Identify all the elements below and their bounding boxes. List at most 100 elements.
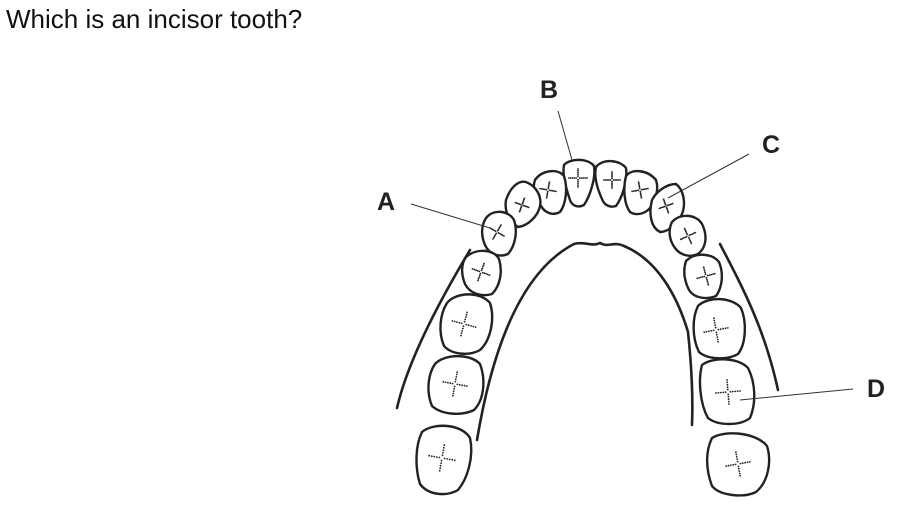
stipple-dot (666, 209, 669, 211)
stipple-dot (481, 267, 484, 270)
stipple-dot (546, 193, 549, 196)
stipple-dot (442, 446, 445, 449)
stipple-dot (703, 269, 706, 272)
stipple-dot (708, 274, 711, 276)
stipple-dot (737, 467, 740, 470)
stipple-dot (453, 459, 456, 462)
stipple-dot (523, 197, 526, 200)
stipple-dot (500, 233, 503, 236)
stipple-dot (453, 387, 456, 390)
stipple-dot (455, 376, 458, 378)
stipple-dot (577, 186, 579, 188)
stipple-dot (470, 325, 472, 327)
stipple-dot (705, 276, 708, 279)
stipple-dot (438, 456, 441, 459)
stipple-dot (726, 381, 729, 384)
stipple-dot (727, 393, 730, 396)
stipple-dot (575, 177, 578, 179)
stipple-dot (463, 384, 466, 387)
stipple-dot (496, 229, 499, 232)
stipple-dot (465, 316, 467, 318)
stipple-dot (546, 195, 548, 198)
stipple-dot (584, 177, 587, 179)
stipple-dot (725, 465, 728, 467)
stipple-dot (491, 228, 494, 231)
stipple-dot (685, 230, 687, 233)
stipple-dot (456, 321, 458, 323)
label-d: D (867, 375, 885, 403)
stipple-dot (640, 188, 643, 191)
stipple-dot (611, 172, 613, 175)
stipple-dot (706, 278, 708, 281)
stipple-dot (739, 462, 742, 465)
stipple-dot (483, 262, 485, 265)
stipple-dot (442, 452, 444, 454)
stipple-dot (691, 233, 694, 235)
stipple-dot (577, 178, 579, 181)
stipple-dot (732, 463, 735, 466)
stipple-dot (460, 322, 463, 325)
stipple-dot (637, 181, 640, 184)
tooth-first-premolar-right (668, 214, 707, 257)
stipple-dot (456, 383, 459, 386)
stipple-dot (704, 271, 706, 274)
stipple-dot (428, 454, 431, 457)
stipple-dot (492, 236, 495, 239)
outer-gum-right (718, 242, 780, 392)
stipple-dot (462, 325, 465, 328)
stipple-dot (717, 340, 719, 343)
stipple-dot (719, 391, 722, 394)
stipple-dot (707, 282, 709, 284)
stipple-dot (724, 391, 727, 394)
stipple-dot (568, 177, 570, 179)
stipple-dot (500, 224, 502, 227)
stipple-dot (494, 230, 497, 233)
stipple-dot (713, 319, 716, 322)
stipple-dot (710, 273, 713, 276)
stipple-dot (713, 317, 715, 320)
stipple-dot (640, 197, 643, 199)
stipple-dot (497, 231, 500, 234)
stipple-dot (639, 193, 642, 196)
stipple-dot (436, 456, 438, 458)
stipple-dot (481, 266, 484, 268)
leader-line-c (667, 153, 750, 199)
stipple-dot (482, 264, 485, 267)
stipple-dot (441, 454, 444, 457)
stipple-dot (706, 274, 709, 277)
stipple-dot (543, 188, 546, 191)
stipple-dot (748, 461, 751, 463)
stipple-dot (604, 179, 607, 181)
stipple-dot (735, 453, 738, 456)
stipple-dot (706, 280, 709, 283)
stipple-dot (727, 398, 730, 401)
stipple-dot (546, 192, 549, 195)
stipple-dot (716, 336, 719, 338)
stipple-dot (478, 270, 481, 273)
stipple-dot (737, 465, 740, 468)
stipple-dot (617, 179, 620, 181)
stipple-dot (705, 330, 708, 333)
stipple-dot (569, 177, 572, 179)
stipple-dot (692, 232, 695, 235)
stipple-dot (547, 187, 550, 190)
stipple-dot (703, 331, 706, 333)
stipple-dot (498, 226, 501, 229)
stipple-dot (611, 177, 613, 180)
stipple-dot (632, 190, 635, 193)
stipple-dot (647, 187, 649, 190)
stipple-dot (712, 329, 715, 332)
stipple-dot (577, 180, 579, 183)
stipple-dot (550, 189, 553, 192)
stipple-dot (669, 203, 671, 206)
stipple-dot (726, 388, 729, 391)
stipple-dot (495, 232, 498, 235)
stipple-dot (611, 185, 613, 188)
stipple-dot (571, 177, 574, 179)
stipple-dot (714, 326, 717, 329)
stipple-dot (471, 268, 474, 270)
stipple-dot (430, 455, 433, 458)
stipple-dot (454, 378, 457, 381)
stipple-dot (694, 231, 697, 234)
